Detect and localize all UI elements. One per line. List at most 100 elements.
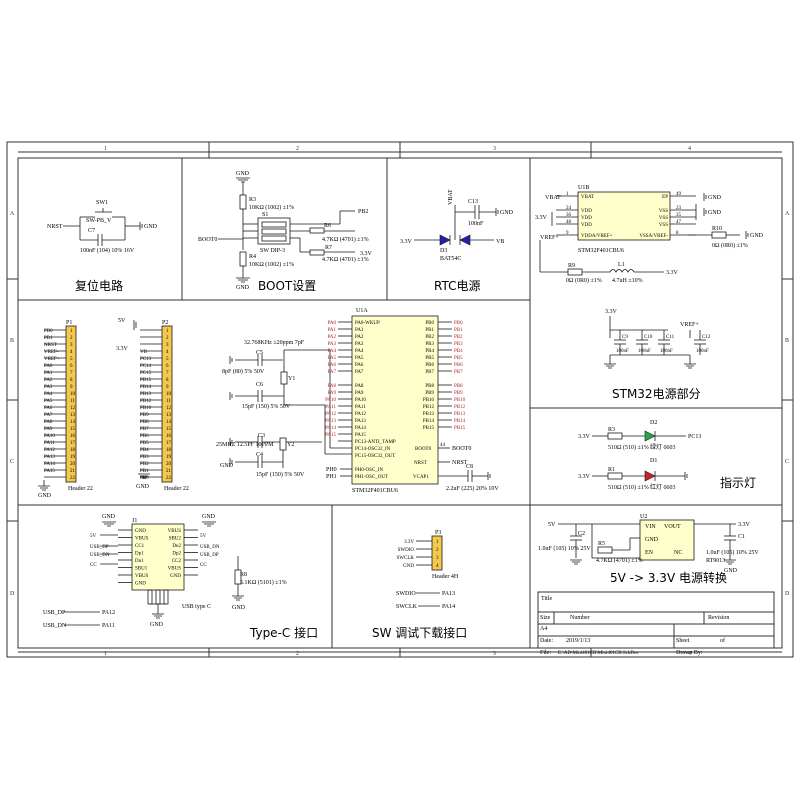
p1-pin-num: 20: [70, 462, 76, 467]
p1-pin-net: PA1: [44, 371, 53, 376]
p1-pin-net: VREF+: [44, 357, 60, 362]
typec-right-pin-name: Dp2: [172, 552, 181, 557]
boot-s1-value: SW DIP-3: [260, 248, 285, 254]
p2-name: Header 22: [164, 486, 189, 492]
xtal-y2-ref: Y2: [287, 442, 294, 448]
p1-pin-net: PA8: [44, 420, 53, 425]
p1-pin-net: PA3: [44, 385, 53, 390]
u1b-left-pin-num: 36: [566, 213, 572, 218]
xtal-ph0: PH0: [326, 467, 337, 473]
section-title-typec: Type-C 接口: [249, 625, 318, 640]
u1a-left-pin-name: PA6: [355, 363, 364, 368]
reset-circuit: NRST SW1 SW-PB_V C7 100nF (104) 10% 16V …: [47, 200, 158, 254]
p2-pin-net: PB9: [140, 413, 149, 418]
p1-pin-num: 17: [70, 441, 76, 446]
typec-net-usb-dn: USB_DN: [43, 623, 67, 629]
decap-cap-ref: C10: [644, 335, 653, 340]
p2-pin-num: 22: [166, 476, 172, 481]
u1b-r9-value: 0Ω (0R0) ±1%: [566, 277, 602, 284]
grid-col-2: 2: [296, 146, 299, 152]
p1-gnd: GND: [38, 493, 52, 499]
p2-pin-num: 6: [166, 364, 169, 369]
u1b-l1-ref: L1: [618, 262, 625, 268]
p2-pin-num: 12: [166, 406, 172, 411]
u1a-left-pin-name: PA15: [355, 433, 366, 438]
u1a-right-pin-name: PB4: [425, 349, 434, 354]
section-dividers: [18, 158, 782, 648]
u1a-pin-boot0-num: 44: [440, 443, 446, 448]
u1b-gnd-vss: GND: [708, 210, 722, 216]
typec-left-pin-name: Dn1: [135, 559, 144, 564]
led-d2-value: 绿灯 0603: [650, 443, 676, 451]
p1-pin-list: 1PB02PB13NRST4VREF-5VREF+6PA07PA18PA29PA…: [44, 329, 76, 481]
tb-file-value: E:\AD\Mini401CB\Mini401CB.SchDoc: [558, 651, 639, 656]
u1a-right-pin-name: PB1: [425, 328, 434, 333]
reset-sw-value: SW-PB_V: [86, 218, 112, 224]
ldo-pin-en: EN: [645, 550, 654, 556]
reset-cap-value: 100nF (104) 10% 16V: [80, 247, 135, 254]
p1-pin-num: 16: [70, 434, 76, 439]
sheet-frame: 1 2 3 4 1 2 3 4 A B C D A B C D: [6, 141, 794, 658]
u1b-right-pin-num: 49: [676, 192, 682, 197]
decoupling-caps: 3.3V VREF+ C9100nFC10100nFC11100nFC12100…: [604, 309, 711, 369]
rtc-v33: 3.3V: [400, 239, 413, 245]
swd-net-pa14: PA14: [442, 604, 455, 610]
u1b-l1-value: 4.7uH ±10%: [612, 278, 643, 284]
led-v33-bottom: 3.3V: [578, 474, 591, 480]
p2-pin-num: 3: [166, 343, 169, 348]
u1a-left-pin-net: PA10: [325, 398, 336, 403]
grid-col-4-bottom: 4: [688, 651, 691, 657]
typec-left-pin-name: Dp1: [135, 552, 144, 557]
p1-pin-net: PA2: [44, 378, 53, 383]
decap-vref: VREF+: [680, 322, 699, 328]
xtal-gnd: GND: [220, 463, 234, 469]
decap-v33: 3.3V: [605, 309, 618, 315]
u1a-right-pin-net: PB1: [454, 328, 463, 333]
p2-pin-net: PC14: [140, 364, 152, 369]
u1a-right-pin-name: PB5: [425, 356, 434, 361]
u1a-right-pin-net: PB14: [454, 419, 466, 424]
u1a-right-pin-name: PB3: [425, 342, 434, 347]
u1a-pin-ph0: PH0-OSC_IN: [355, 468, 383, 473]
swd-net-pa13: PA13: [442, 591, 455, 597]
u1a-pin-ph1: PH1-OSC_OUT: [355, 475, 388, 480]
u1a-left-pin-net: PA9: [328, 391, 337, 396]
p1-pin-num: 19: [70, 455, 76, 460]
u1a-left-pin-net: PA11: [325, 405, 336, 410]
p2-pin-num: 5: [166, 357, 169, 362]
typec-j1-ref: J1: [132, 518, 137, 524]
u1a-left-pin-net: PA3: [328, 342, 337, 347]
u1a-left-pin-name: PA2: [355, 335, 364, 340]
u1b-r9-ref: R9: [568, 263, 575, 269]
p2-pin-net: PB6: [140, 434, 149, 439]
xtal-c4-ref: C4: [256, 452, 263, 458]
p2-pin-num: 2: [166, 336, 169, 341]
u1b-r10-ref: R10: [712, 226, 722, 232]
u1a-left-pin-name: PA3: [355, 342, 364, 347]
u1b-left-pin-num: 48: [566, 220, 572, 225]
typec-left-net: 5V: [90, 534, 97, 539]
grid-col-2-bottom: 2: [296, 651, 299, 657]
grid-row-b-right: B: [785, 338, 789, 344]
u1a-left-pin-name: PA10: [355, 398, 366, 403]
p2-pin-num: 14: [166, 420, 172, 425]
swd-net-swclk: SWCLK: [396, 604, 418, 610]
boot-gnd-top: GND: [236, 171, 250, 177]
u1a-left-pin-net: PA2: [328, 335, 337, 340]
p1-pin-num: 1: [70, 329, 73, 334]
u1b-left-pin-num: 9: [566, 231, 569, 236]
u1b-r10-value: 0Ω (0R0) ±1%: [712, 242, 748, 249]
p2-pin-net: PB0: [140, 476, 149, 481]
indicator-leds: 3.3V R3 510Ω (510) ±1% D2 绿灯 0603 PC13 3…: [578, 420, 701, 491]
u1a-left-pin-name: PA7: [355, 370, 364, 375]
typec-right-net: CC: [200, 563, 207, 568]
xtal-c4-value: 15pF (150) 5% 50V: [256, 471, 305, 478]
rtc-vbat: VBAT: [448, 189, 454, 205]
p2-pin-net: PB2: [140, 462, 149, 467]
p2-pin-num: 17: [166, 441, 172, 446]
typec-left-pin-name: VBUS: [135, 537, 149, 542]
p2-pin-num: 18: [166, 448, 172, 453]
p2-pin-num: 19: [166, 455, 172, 460]
grid-row-a-right: A: [785, 211, 790, 217]
